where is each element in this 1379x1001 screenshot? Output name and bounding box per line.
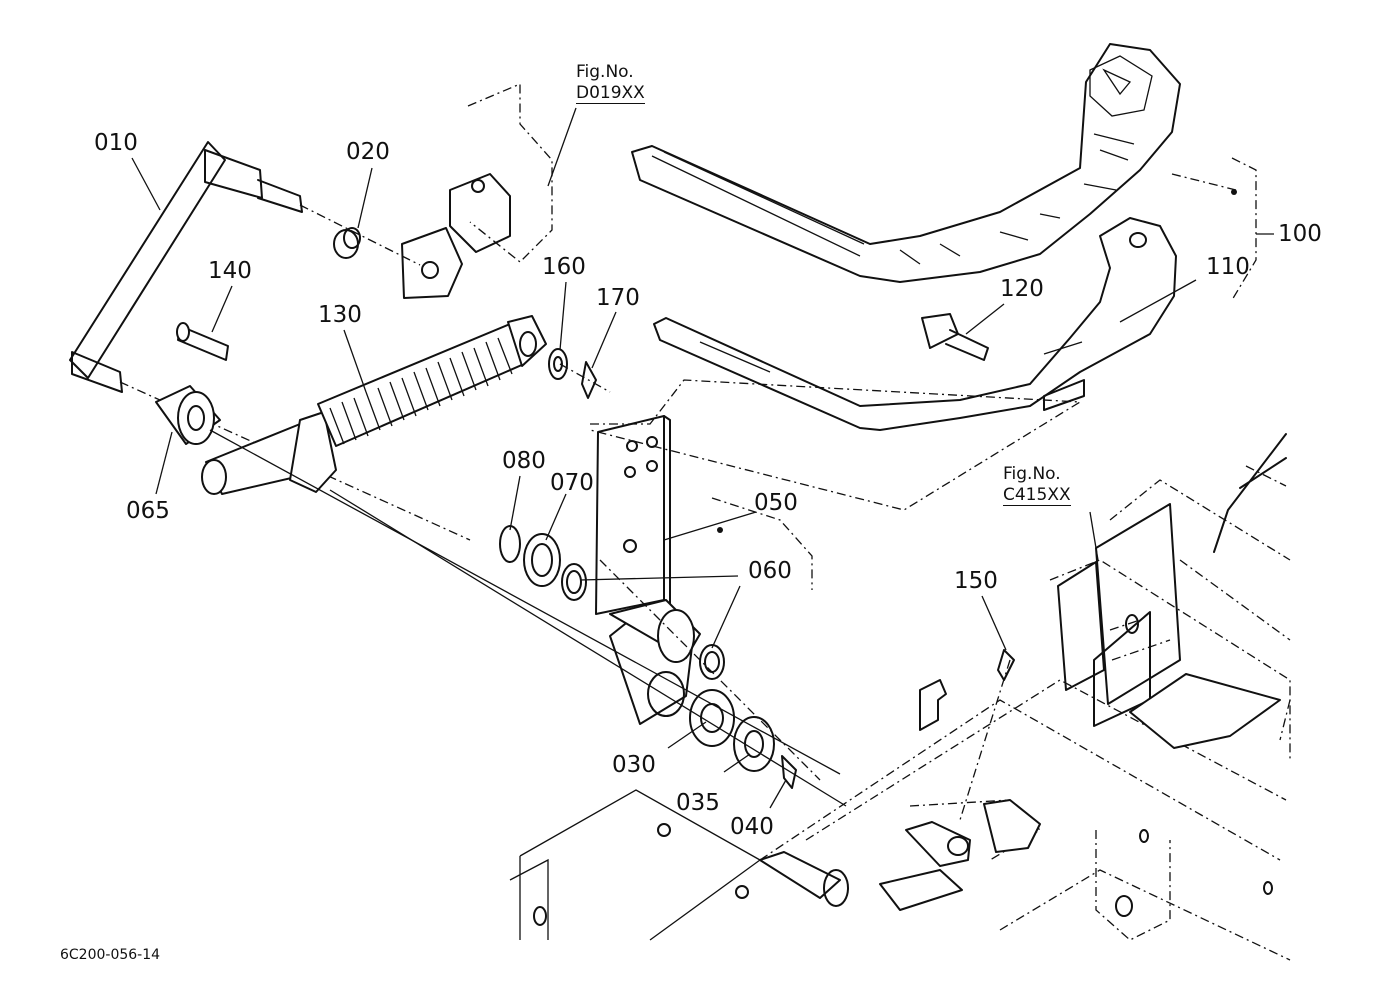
callout-100[interactable]: 100: [1278, 221, 1322, 247]
diagram-code: 6C200-056-14: [60, 947, 161, 963]
bushing-part: [333, 227, 361, 259]
callout-130[interactable]: 130: [318, 302, 362, 328]
frame-bracket-part: [401, 83, 553, 299]
figure-reference-number: D019XX: [576, 82, 645, 105]
callout-120[interactable]: 120: [1000, 276, 1044, 302]
spring-rod-part: [201, 315, 547, 495]
roller-part: [155, 385, 221, 445]
callout-035[interactable]: 035: [676, 790, 720, 816]
link-rod-and-frame: [209, 379, 1291, 961]
callout-010[interactable]: 010: [94, 130, 138, 156]
callout-065[interactable]: 065: [126, 498, 170, 524]
lever-plate-part: [595, 415, 813, 725]
ring-set-parts: [499, 525, 725, 680]
pedal-assembly-part: [631, 43, 1274, 431]
callout-140[interactable]: 140: [208, 258, 252, 284]
figure-reference-number: C415XX: [1003, 484, 1071, 507]
callout-070[interactable]: 070: [550, 470, 594, 496]
washer-and-clip-parts: [548, 348, 611, 399]
callout-150[interactable]: 150: [954, 568, 998, 594]
callout-020[interactable]: 020: [346, 139, 390, 165]
callout-060[interactable]: 060: [748, 558, 792, 584]
callout-170[interactable]: 170: [596, 285, 640, 311]
callout-160[interactable]: 160: [542, 254, 586, 280]
figure-reference-label: Fig.No.: [576, 62, 634, 82]
figure-reference-label: Fig.No.: [1003, 464, 1061, 484]
callout-080[interactable]: 080: [502, 448, 546, 474]
callout-110[interactable]: 110: [1206, 254, 1250, 280]
figure-reference-c415xx[interactable]: Fig.No. C415XX: [1003, 464, 1071, 507]
callout-040[interactable]: 040: [730, 814, 774, 840]
callout-050[interactable]: 050: [754, 490, 798, 516]
leader-lines: [131, 107, 1197, 809]
pin-part: [176, 322, 229, 361]
figure-reference-d019xx[interactable]: Fig.No. D019XX: [576, 62, 645, 105]
callout-dots: [717, 189, 1237, 533]
callout-030[interactable]: 030: [612, 752, 656, 778]
